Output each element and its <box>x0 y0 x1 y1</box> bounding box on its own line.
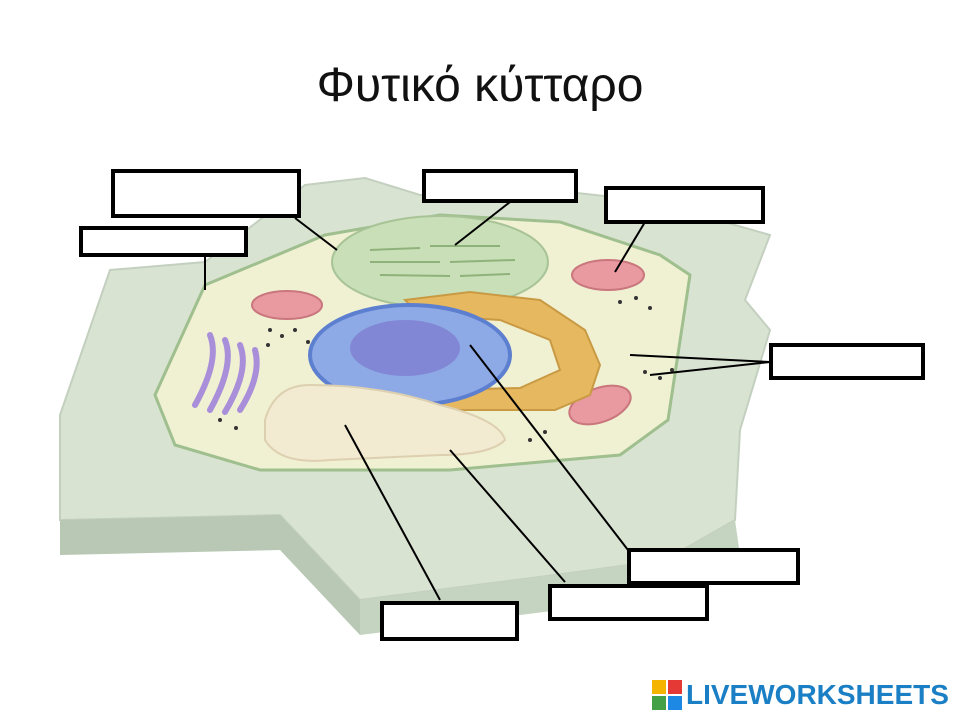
label-box-3[interactable] <box>422 169 578 203</box>
label-box-8[interactable] <box>380 601 519 641</box>
label-input-5[interactable] <box>773 347 921 376</box>
label-input-3[interactable] <box>426 173 574 199</box>
label-input-2[interactable] <box>83 230 244 253</box>
label-box-1[interactable] <box>111 169 301 218</box>
label-input-7[interactable] <box>552 588 705 617</box>
mitochondrion-left <box>252 291 322 319</box>
brand-text: LIVEWORKSHEETS <box>686 679 949 711</box>
nucleolus <box>350 320 460 376</box>
label-box-4[interactable] <box>604 186 765 224</box>
label-box-7[interactable] <box>548 584 709 621</box>
label-input-4[interactable] <box>608 190 761 220</box>
label-input-6[interactable] <box>631 552 796 581</box>
label-box-5[interactable] <box>769 343 925 380</box>
mitochondrion-top <box>572 260 644 290</box>
label-box-6[interactable] <box>627 548 800 585</box>
label-box-2[interactable] <box>79 226 248 257</box>
label-input-1[interactable] <box>115 173 297 214</box>
liveworksheets-brand: LIVEWORKSHEETS <box>652 680 949 710</box>
label-input-8[interactable] <box>384 605 515 637</box>
liveworksheets-logo-icon <box>652 680 682 710</box>
